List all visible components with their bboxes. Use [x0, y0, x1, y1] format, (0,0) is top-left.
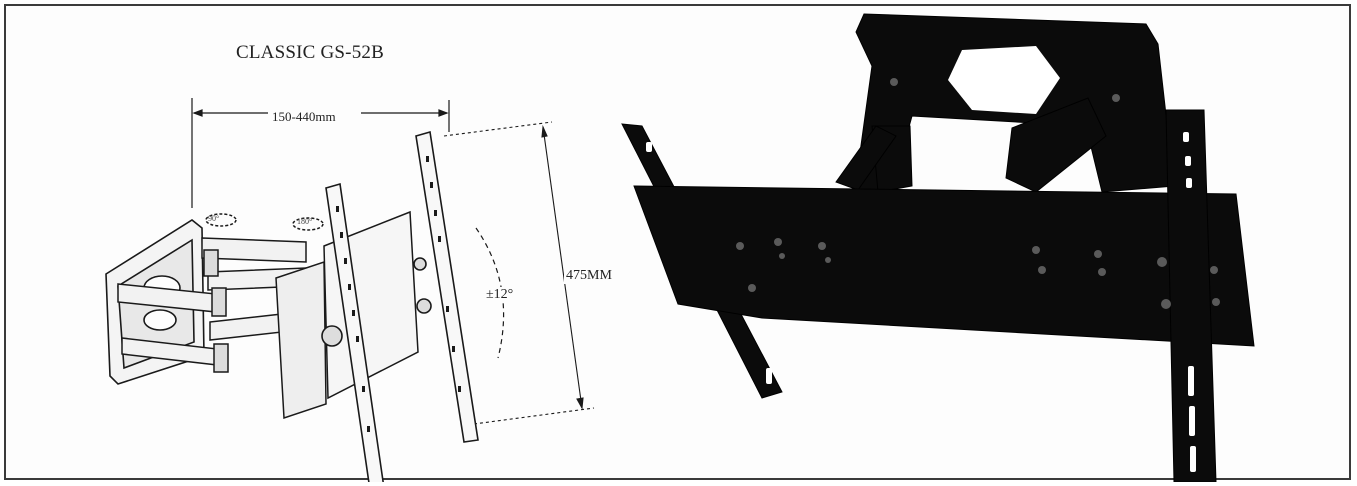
height-dimension-line [443, 121, 595, 425]
swivel-angle-label-left: 90° [208, 214, 220, 223]
width-dimension-label: 150-440mm [270, 109, 338, 125]
arm-drawing [117, 213, 324, 373]
bracket-photo [621, 13, 1255, 482]
model-title: CLASSIC GS-52B [236, 42, 384, 63]
spec-sheet-frame: CLASSIC GS-52B 150-440mm 475MM ±12° 90° … [4, 4, 1351, 482]
width-dimension-line [191, 98, 450, 208]
rail-drawing [321, 130, 479, 482]
tilt-angle-label: ±12° [484, 287, 516, 303]
swivel-angle-label-right: 180° [297, 217, 313, 226]
line-drawing [105, 98, 595, 482]
height-dimension-label: 475MM [564, 268, 614, 284]
